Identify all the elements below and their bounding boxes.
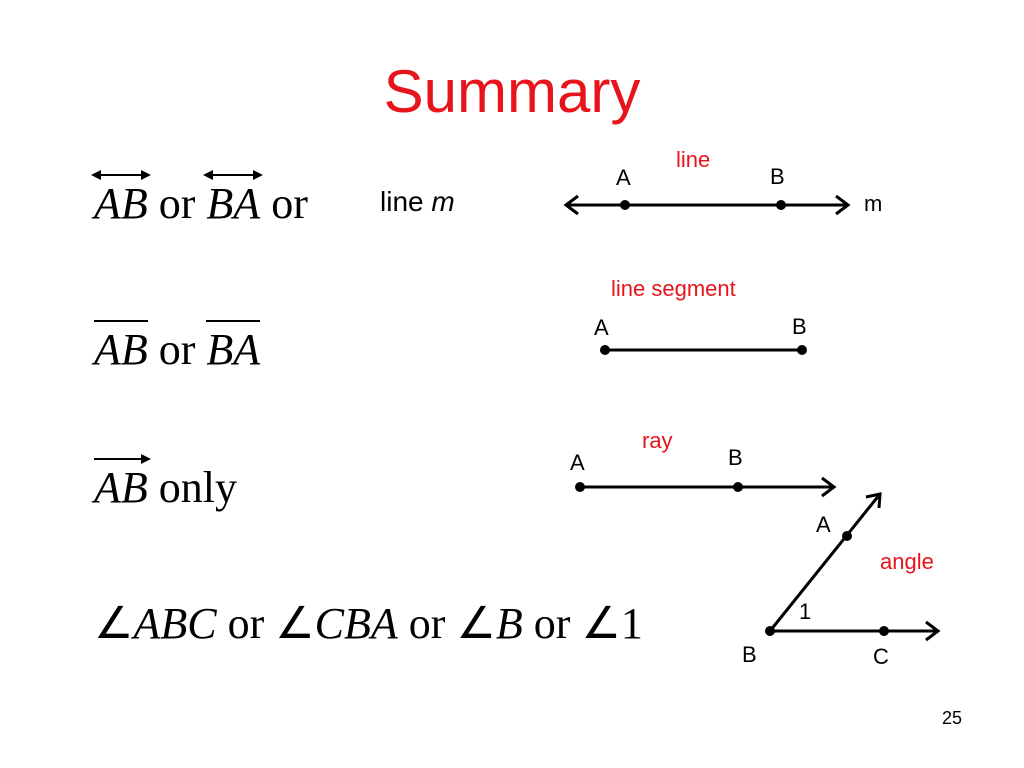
or-word: or	[408, 599, 446, 648]
or-word: or	[158, 325, 196, 374]
angle-figure-ray-ba	[768, 493, 882, 632]
angle-figure-label-c: C	[873, 644, 889, 669]
line-variable: m	[431, 186, 455, 217]
segment-figure-point-b	[797, 345, 807, 355]
angle-symbol: ∠	[275, 599, 315, 648]
double-arrow-bar	[203, 170, 263, 180]
segment-figure-label-a: A	[594, 315, 609, 340]
or-word: or	[533, 599, 571, 648]
segment-figure-label-b: B	[792, 314, 807, 339]
angle-symbol: ∠	[94, 599, 134, 648]
ray-figure-point-a	[575, 482, 585, 492]
angle-symbol: ∠	[581, 599, 621, 648]
overline-bar	[94, 320, 148, 322]
angle-name-b: B	[495, 599, 523, 648]
ray-arrow-bar	[94, 454, 151, 464]
ray-figure-point-b	[733, 482, 743, 492]
ray-figure-label-b: B	[728, 445, 743, 470]
angle-name-1: 1	[620, 599, 643, 648]
line-symbol-ba: BA	[203, 170, 263, 228]
double-arrow-bar	[91, 170, 151, 180]
angle-figure-measure: 1	[799, 599, 812, 624]
segment-symbol-ba-text: BA	[206, 325, 261, 374]
line-figure-point-b	[776, 200, 786, 210]
angle-figure-label-a: A	[816, 512, 831, 537]
segment-symbol-ab-text: AB	[94, 325, 148, 374]
line-figure-label-a: A	[616, 165, 631, 190]
ray-notation: AB only	[94, 454, 237, 512]
angle-figure-label-b: B	[742, 642, 757, 667]
angle-notation: ∠ABC or ∠CBA or ∠B or ∠1	[94, 602, 643, 646]
segment-figure-point-a	[600, 345, 610, 355]
angle-figure-ray-bc-arrowhead	[925, 620, 941, 642]
segment-figure-caption: line segment	[611, 276, 736, 301]
line-figure-caption: line	[676, 147, 711, 172]
angle-symbol: ∠	[456, 599, 496, 648]
page-number: 25	[941, 708, 962, 728]
line-figure-label-b: B	[770, 164, 785, 189]
or-word: or	[158, 179, 196, 228]
line-symbol-ba-text: BA	[206, 179, 261, 228]
angle-figure-vertex-b	[765, 626, 775, 636]
segment-notation: AB or BA	[94, 320, 261, 374]
angle-name-abc: ABC	[133, 599, 217, 648]
ray-figure-arrowhead	[821, 476, 837, 498]
angle-figure-caption: angle	[880, 549, 934, 574]
line-figure-point-a	[620, 200, 630, 210]
angle-figure-point-a	[842, 531, 852, 541]
segment-symbol-ab: AB	[94, 320, 148, 374]
line-notation: AB or BA or	[91, 170, 308, 228]
slide-title: Summary	[383, 58, 641, 125]
angle-figure-point-c	[879, 626, 889, 636]
only-word: only	[158, 463, 237, 512]
line-m-label: line m	[380, 186, 455, 218]
line-figure-left-arrowhead	[563, 194, 579, 216]
angle-name-cba: CBA	[314, 599, 398, 648]
or-word: or	[271, 179, 308, 228]
line-figure-label-m: m	[864, 191, 883, 216]
overline-bar	[206, 320, 261, 322]
line-word: line	[380, 186, 424, 217]
angle-figure-ray-ba-arrowhead	[865, 492, 882, 509]
line-symbol-ab: AB	[91, 170, 151, 228]
line-symbol-ab-text: AB	[94, 179, 148, 228]
segment-symbol-ba: BA	[206, 320, 261, 374]
ray-symbol-ab: AB	[94, 454, 151, 512]
ray-figure-label-a: A	[570, 450, 585, 475]
line-figure-right-arrowhead	[835, 194, 851, 216]
ray-symbol-ab-text: AB	[94, 463, 148, 512]
ray-figure-caption: ray	[642, 428, 673, 453]
or-word: or	[227, 599, 265, 648]
